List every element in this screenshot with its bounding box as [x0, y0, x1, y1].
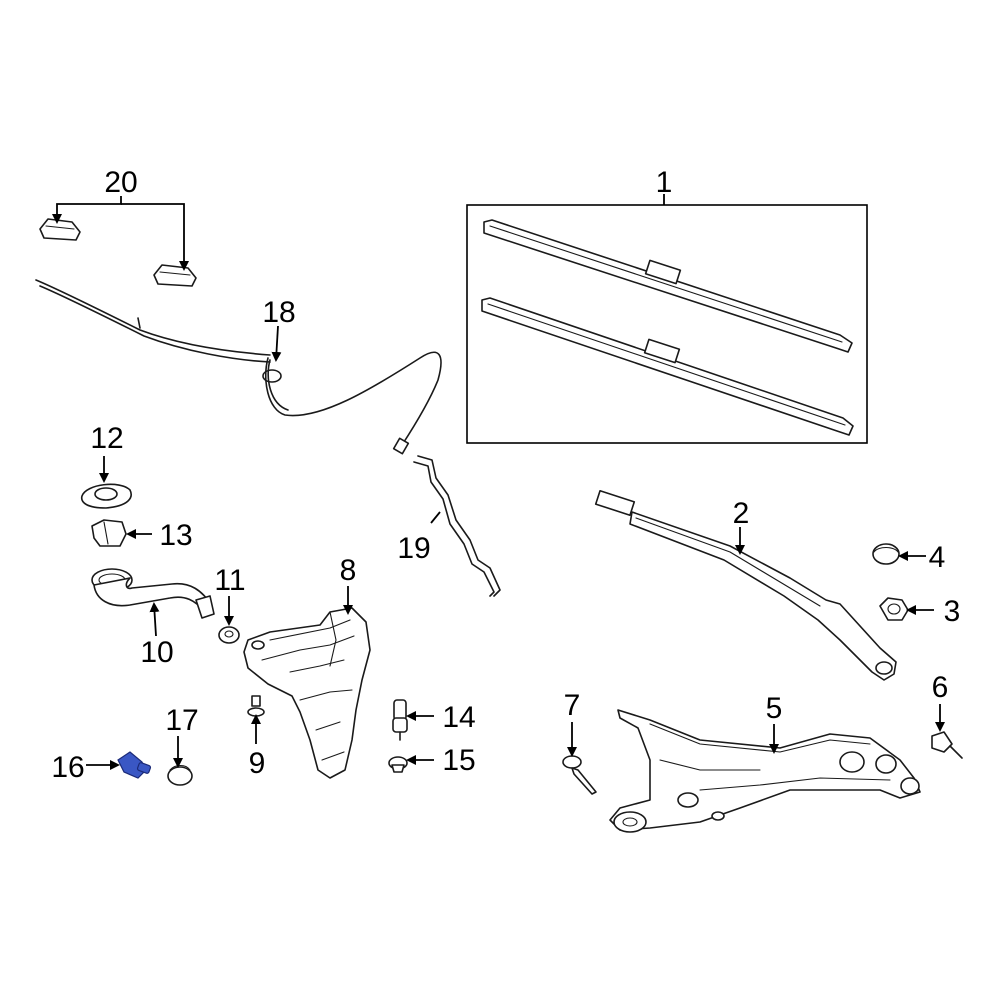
washer-pump[interactable] — [392, 699, 408, 741]
callout-14: 14 — [442, 701, 475, 734]
callout-6: 6 — [932, 671, 949, 704]
wiper-blade-upper[interactable] — [483, 219, 853, 353]
filler-clip[interactable] — [91, 519, 127, 547]
washer-nozzle-upper[interactable] — [39, 218, 81, 241]
wiper-blade-box — [466, 204, 868, 444]
callout-9: 9 — [249, 747, 266, 780]
washer-reservoir[interactable] — [243, 607, 371, 779]
callout-17: 17 — [165, 704, 198, 737]
callout-18: 18 — [262, 296, 295, 329]
callout-5: 5 — [766, 692, 783, 725]
leader-lines — [52, 194, 945, 770]
filler-neck[interactable] — [91, 568, 215, 619]
motor-bolt[interactable] — [931, 731, 963, 759]
callout-labels: 1 2 3 4 5 6 7 8 9 10 11 12 13 14 15 16 1… — [51, 166, 960, 784]
pump-grommet[interactable] — [218, 626, 240, 644]
callout-7: 7 — [564, 689, 581, 722]
callout-1: 1 — [656, 166, 673, 199]
callout-8: 8 — [340, 554, 357, 587]
reservoir-seal[interactable] — [80, 483, 132, 509]
callout-10: 10 — [140, 636, 173, 669]
callout-2: 2 — [733, 497, 750, 530]
cap[interactable] — [167, 764, 193, 786]
washer-nozzle-lower[interactable] — [153, 264, 197, 287]
wiper-blade-lower[interactable] — [481, 297, 854, 436]
highlighted-valve[interactable] — [117, 751, 152, 779]
wiper-blade-set[interactable] — [466, 204, 868, 444]
callout-19: 19 — [397, 532, 430, 565]
callout-13: 13 — [159, 519, 192, 552]
callout-20: 20 — [104, 166, 137, 199]
pump-seal[interactable] — [388, 756, 408, 773]
callout-15: 15 — [442, 744, 475, 777]
callout-3: 3 — [944, 595, 961, 628]
wiper-arm[interactable] — [594, 489, 897, 681]
callout-4: 4 — [929, 541, 946, 574]
arm-nut[interactable] — [879, 597, 909, 621]
reservoir-bolt[interactable] — [247, 695, 265, 717]
linkage-bolt[interactable] — [562, 755, 597, 795]
washer-hose[interactable] — [35, 279, 442, 455]
callout-12: 12 — [90, 422, 123, 455]
callout-11: 11 — [214, 564, 245, 597]
arm-cap[interactable] — [872, 543, 900, 565]
wiper-linkage[interactable] — [609, 709, 921, 833]
callout-16: 16 — [51, 751, 84, 784]
washer-pipe[interactable] — [413, 455, 501, 597]
